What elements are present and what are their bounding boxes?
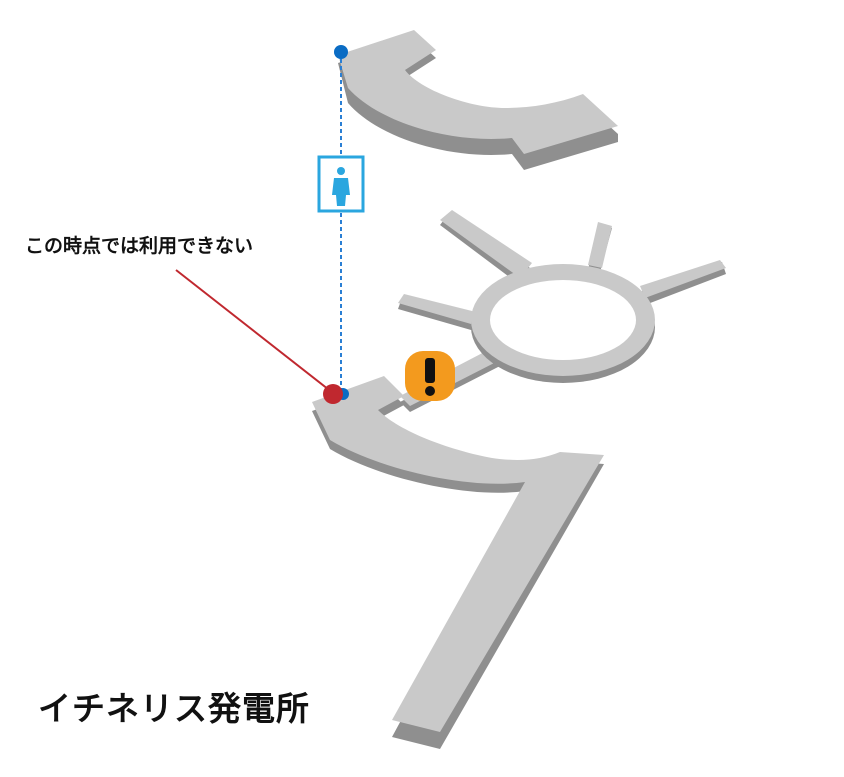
unavailable-pointer xyxy=(175,269,343,404)
elevator-person-icon[interactable] xyxy=(317,155,365,213)
ring-hub-platform xyxy=(398,210,726,412)
elevator-connector xyxy=(334,45,349,400)
station-title: イチネリス発電所 xyxy=(38,689,310,728)
unavailable-annotation: この時点では利用できない xyxy=(25,235,254,257)
lower-floor-platform xyxy=(312,376,604,749)
warning-exclamation-icon[interactable] xyxy=(405,351,455,401)
unavailable-point-marker xyxy=(323,384,343,404)
upper-floor-platform xyxy=(338,30,618,170)
upper-node xyxy=(334,45,348,59)
